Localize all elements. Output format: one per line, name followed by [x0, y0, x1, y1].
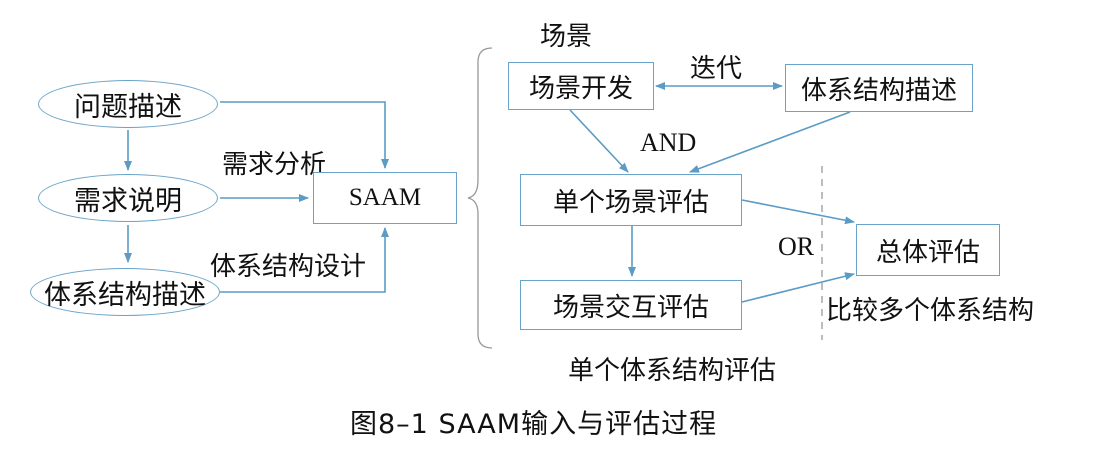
single-arch-eval-label: 单个体系结构评估 [568, 356, 777, 386]
brace [467, 47, 493, 349]
scenario-interaction-eval-box: 场景交互评估 [520, 280, 742, 330]
arrow-dev-to-single [569, 109, 629, 173]
figure-caption: 图8–1 SAAM输入与评估过程 [350, 409, 718, 440]
arrow-interaction-to-overall [741, 272, 855, 303]
ellipse-problem-desc: 问题描述 [38, 80, 218, 128]
arch-design-label: 体系结构设计 [210, 252, 367, 282]
saam-box: SAAM [313, 172, 457, 224]
overall-eval-label: 总体评估 [875, 237, 980, 268]
ellipse-req-spec: 需求说明 [38, 174, 218, 222]
saam-label: SAAM [348, 184, 422, 211]
or-label: OR [778, 232, 815, 261]
and-label: AND [640, 128, 697, 157]
req-analysis-label: 需求分析 [222, 150, 327, 180]
arch-desc-left-label: 体系结构描述 [44, 279, 206, 311]
iterate-label: 迭代 [690, 54, 743, 84]
problem-desc-label: 问题描述 [74, 91, 182, 123]
single-scenario-eval-label: 单个场景评估 [552, 187, 709, 218]
arch-desc-box: 体系结构描述 [785, 64, 973, 112]
arrow-archdesc-to-single [689, 111, 851, 173]
scenario-interaction-eval-label: 场景交互评估 [552, 292, 709, 323]
ellipse-arch-desc: 体系结构描述 [30, 268, 220, 316]
scenario-dev-box: 场景开发 [508, 62, 654, 110]
arrow-problem-to-saam [220, 101, 389, 169]
arch-desc-right-label: 体系结构描述 [800, 75, 957, 106]
scenario-dev-label: 场景开发 [528, 73, 633, 104]
arrow-single-to-overall [741, 199, 855, 225]
arrow-arch-to-saam [220, 227, 389, 293]
req-spec-label: 需求说明 [74, 185, 182, 217]
scenario-label: 场景 [540, 22, 593, 52]
overall-eval-box: 总体评估 [856, 224, 1000, 276]
single-scenario-eval-box: 单个场景评估 [520, 174, 742, 226]
compare-arch-label: 比较多个体系结构 [826, 296, 1035, 326]
